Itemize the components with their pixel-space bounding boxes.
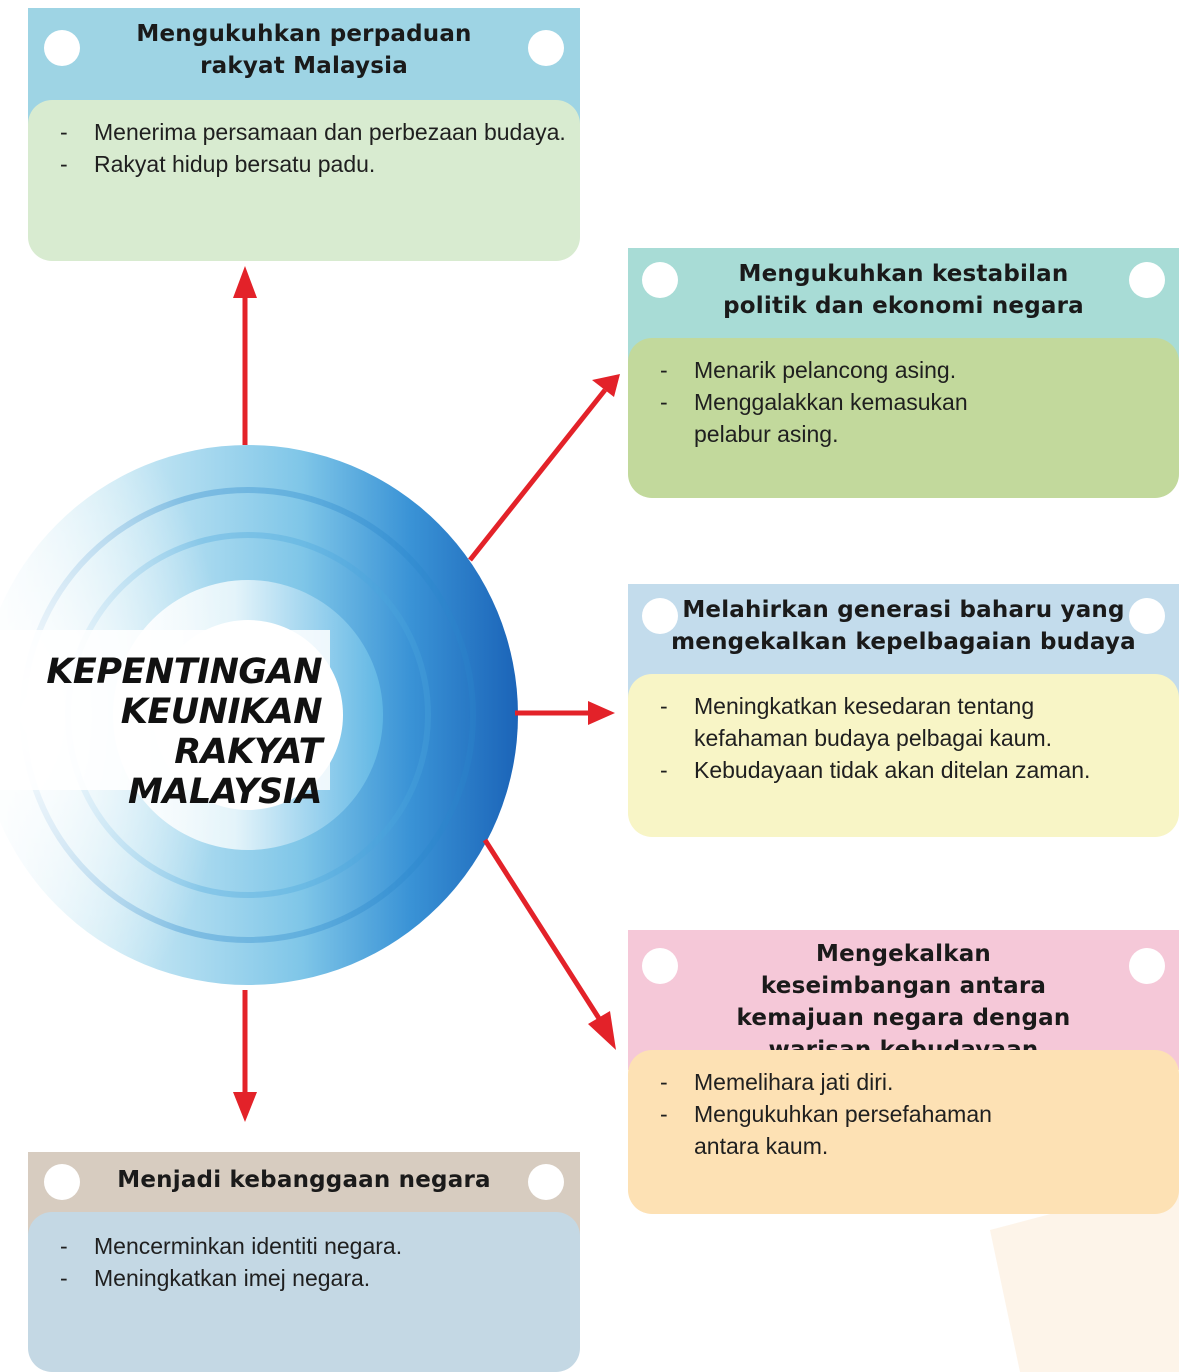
card-body: Menerima persamaan dan perbezaan budaya.… bbox=[28, 100, 580, 261]
card-dot-left bbox=[642, 948, 678, 984]
center-title-line-3: RAKYAT MALAYSIA bbox=[128, 732, 322, 812]
card-dot-right bbox=[1129, 598, 1165, 634]
card-point: Memelihara jati diri. bbox=[660, 1066, 1167, 1098]
card-keseimbangan: Mengekalkan keseimbangan antara kemajuan… bbox=[628, 930, 1179, 1214]
card-kestabilan: Mengukuhkan kestabilan politik dan ekono… bbox=[628, 248, 1179, 498]
card-point: Mencerminkan identiti negara. bbox=[60, 1230, 568, 1262]
card-point: Rakyat hidup bersatu padu. bbox=[60, 148, 568, 180]
card-points: Menerima persamaan dan perbezaan budaya.… bbox=[60, 116, 568, 180]
card-point: Meningkatkan imej negara. bbox=[60, 1262, 568, 1294]
arrow-upper-right-line bbox=[468, 388, 607, 562]
card-body: Meningkatkan kesedaran tentang kefahaman… bbox=[628, 674, 1179, 837]
card-title: Melahirkan generasi baharu yang mengekal… bbox=[671, 597, 1136, 655]
card-points: Mencerminkan identiti negara. Meningkatk… bbox=[60, 1230, 568, 1294]
card-points: Memelihara jati diri. Mengukuhkan persef… bbox=[660, 1066, 1167, 1162]
card-dot-left bbox=[642, 262, 678, 298]
card-dot-right bbox=[528, 1164, 564, 1200]
center-text-backdrop bbox=[0, 630, 330, 790]
card-title: Mengekalkan keseimbangan antara kemajuan… bbox=[736, 941, 1071, 1063]
card-dot-right bbox=[528, 30, 564, 66]
card-dot-right bbox=[1129, 262, 1165, 298]
card-body: Menarik pelancong asing. Menggalakkan ke… bbox=[628, 338, 1179, 498]
card-point: Menggalakkan kemasukan pelabur asing. bbox=[660, 386, 1167, 450]
card-point: Kebudayaan tidak akan ditelan zaman. bbox=[660, 754, 1167, 786]
arrow-lower-right-head bbox=[588, 1011, 616, 1050]
center-title: KEPENTINGAN KEUNIKAN RAKYAT MALAYSIA bbox=[0, 652, 322, 812]
card-point: Meningkatkan kesedaran tentang kefahaman… bbox=[660, 690, 1167, 754]
card-dot-left bbox=[642, 598, 678, 634]
card-kebanggaan: Menjadi kebanggaan negara Mencerminkan i… bbox=[28, 1152, 580, 1372]
card-header bbox=[628, 930, 1179, 1070]
arrow-up-head bbox=[233, 266, 257, 298]
arrow-down-head bbox=[233, 1092, 257, 1122]
center-title-line-1: KEPENTINGAN bbox=[46, 652, 322, 692]
card-dot-left bbox=[44, 1164, 80, 1200]
card-point: Menarik pelancong asing. bbox=[660, 354, 1167, 386]
arrow-upper-right-head bbox=[592, 374, 620, 397]
card-title: Mengukuhkan kestabilan politik dan ekono… bbox=[723, 261, 1084, 319]
arrow-right-head bbox=[588, 701, 615, 725]
card-generasi: Melahirkan generasi baharu yang mengekal… bbox=[628, 584, 1179, 837]
card-point: Mengukuhkan persefahaman antara kaum. bbox=[660, 1098, 1167, 1162]
card-title: Mengukuhkan perpaduan rakyat Malaysia bbox=[136, 21, 472, 79]
card-body: Mencerminkan identiti negara. Meningkatk… bbox=[28, 1212, 580, 1372]
center-title-line-2: KEUNIKAN bbox=[120, 692, 323, 732]
card-points: Menarik pelancong asing. Menggalakkan ke… bbox=[660, 354, 1167, 450]
decorative-shape bbox=[990, 1180, 1179, 1372]
card-point: Menerima persamaan dan perbezaan budaya. bbox=[60, 116, 568, 148]
card-dot-right bbox=[1129, 948, 1165, 984]
card-dot-left bbox=[44, 30, 80, 66]
card-body: Memelihara jati diri. Mengukuhkan persef… bbox=[628, 1050, 1179, 1214]
arrow-lower-right-line bbox=[482, 838, 603, 1022]
card-title: Menjadi kebanggaan negara bbox=[117, 1167, 491, 1193]
arrows bbox=[233, 266, 620, 1122]
card-points: Meningkatkan kesedaran tentang kefahaman… bbox=[660, 690, 1167, 786]
card-perpaduan: Mengukuhkan perpaduan rakyat Malaysia Me… bbox=[28, 8, 580, 261]
